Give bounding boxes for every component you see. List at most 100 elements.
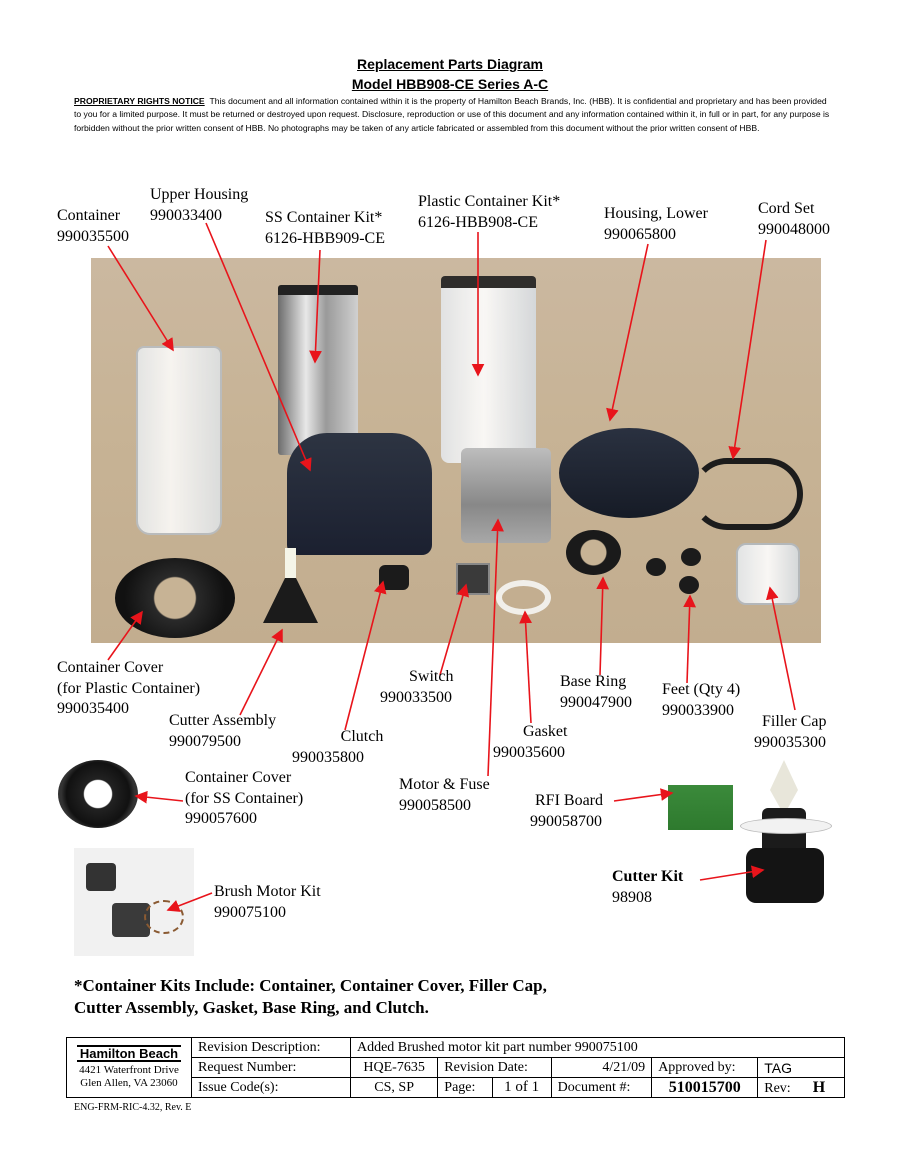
model-title: Model HBB908-CE Series A-C: [351, 76, 549, 92]
part-number: 990079500: [169, 732, 241, 750]
part-name: Cord Set: [758, 200, 815, 217]
part-number: 990035800: [292, 748, 364, 766]
base-ring-image: [566, 530, 621, 575]
plastic-container-kit-image: [441, 276, 536, 463]
parts-photo: [91, 258, 821, 643]
part-number: 990058700: [530, 812, 602, 830]
revision-date-label: Revision Date:: [437, 1057, 552, 1078]
label-base-ring: Base Ring 990047900: [560, 672, 632, 713]
ss-container-image: [278, 285, 358, 455]
company-cell: Hamilton Beach 4421 Waterfront Drive Gle…: [66, 1037, 192, 1098]
label-cord-set: Cord Set 990048000: [758, 199, 830, 240]
filler-cap-image: [736, 543, 800, 605]
part-name: Brush Motor Kit: [214, 883, 321, 900]
part-number: 990057600: [185, 810, 257, 827]
container-cover-ss-arrow: [134, 790, 184, 804]
title-block: Hamilton Beach 4421 Waterfront Drive Gle…: [66, 1037, 846, 1098]
label-cutter-kit: Cutter Kit 98908: [612, 867, 683, 908]
issue-codes-label: Issue Code(s):: [191, 1077, 351, 1098]
part-number: 98908: [612, 888, 652, 906]
notice-text: This document and all information contai…: [74, 96, 830, 133]
document-title: Replacement Parts Diagram: [357, 56, 543, 72]
page-value: 1 of 1: [491, 1077, 552, 1098]
part-number: 6126-HBB908-CE: [418, 213, 538, 231]
label-ss-container-kit: SS Container Kit* 6126-HBB909-CE: [265, 208, 385, 249]
label-gasket: Gasket 990035600: [493, 722, 567, 763]
revision-description-value: Added Brushed motor kit part number 9900…: [349, 1037, 846, 1058]
address-line-1: 4421 Waterfront Drive: [79, 1064, 179, 1076]
address-line-2: Glen Allen, VA 23060: [80, 1077, 178, 1089]
label-upper-housing: Upper Housing 990033400: [150, 185, 248, 226]
label-container: Container 990035500: [57, 206, 129, 247]
part-name: Clutch: [340, 728, 384, 745]
switch-image: [456, 563, 490, 595]
kits-note-line-2: Cutter Assembly, Gasket, Base Ring, and …: [74, 998, 429, 1017]
feet-image: [646, 558, 666, 576]
gasket-image: [496, 580, 551, 615]
part-name: Filler Cap: [762, 713, 827, 730]
label-rfi-board: RFI Board 990058700: [530, 791, 603, 832]
label-switch: Switch 990033500: [380, 667, 453, 708]
part-number: 990058500: [399, 796, 471, 814]
part-number: 990033900: [662, 701, 734, 719]
page-label: Page:: [437, 1077, 493, 1098]
part-number: 990075100: [214, 903, 286, 921]
rev-value: H: [812, 1078, 826, 1096]
label-filler-cap: Filler Cap 990035300: [754, 712, 826, 753]
part-name: Base Ring: [560, 673, 627, 690]
rev-cell: Rev:H: [757, 1077, 845, 1098]
feet-image: [681, 548, 701, 566]
hamilton-beach-logo: Hamilton Beach: [76, 1045, 182, 1062]
approved-by-value: TAG: [757, 1057, 845, 1078]
part-name: Container Cover: [185, 769, 292, 786]
part-name: Feet (Qty 4): [662, 681, 741, 698]
clutch-image: [379, 565, 409, 590]
part-name: SS Container Kit*: [265, 209, 383, 226]
notice-heading: PROPRIETARY RIGHTS NOTICE: [74, 96, 205, 106]
part-number: 990035400: [57, 700, 129, 717]
part-name: Cutter Assembly: [169, 712, 277, 729]
revision-description-label: Revision Description:: [191, 1037, 351, 1058]
proprietary-notice: PROPRIETARY RIGHTS NOTICE This document …: [74, 95, 834, 135]
label-feet: Feet (Qty 4) 990033900: [662, 680, 740, 721]
form-number: ENG-FRM-RIC-4.32, Rev. E: [74, 1102, 192, 1113]
part-number: 990035300: [754, 733, 826, 751]
cutter-assembly-image: [263, 548, 318, 623]
housing-lower-image: [559, 428, 699, 518]
label-cutter-assembly: Cutter Assembly 990079500: [169, 711, 276, 752]
kits-note-line-1: *Container Kits Include: Container, Cont…: [74, 976, 547, 995]
part-name: Housing, Lower: [604, 205, 708, 222]
label-motor-fuse: Motor & Fuse 990058500: [399, 775, 490, 816]
part-number: 990035500: [57, 227, 129, 245]
part-name-2: (for SS Container): [185, 789, 304, 807]
motor-image: [461, 448, 551, 543]
label-container-cover-plastic: Container Cover (for Plastic Container) …: [57, 658, 200, 720]
label-clutch: Clutch 990035800: [292, 727, 402, 768]
document-number-label: Document #:: [550, 1077, 653, 1098]
part-number: 990048000: [758, 220, 830, 238]
part-name: Switch: [409, 668, 454, 685]
label-housing-lower: Housing, Lower 990065800: [604, 204, 708, 245]
part-number: 990033400: [150, 206, 222, 224]
feet-image: [679, 576, 699, 594]
part-name: Container Cover: [57, 659, 164, 676]
issue-codes-value: CS, SP: [349, 1077, 439, 1098]
part-number: 990033500: [380, 688, 452, 706]
part-number: 990035600: [493, 743, 565, 761]
container-cover-ss-image: [58, 760, 138, 828]
label-container-cover-ss: Container Cover (for SS Container) 99005…: [185, 768, 303, 830]
cord-image: [691, 458, 803, 530]
part-number: 990047900: [560, 693, 632, 711]
rfi-board-arrow: [613, 788, 674, 802]
container-kits-note: *Container Kits Include: Container, Cont…: [74, 975, 547, 1019]
part-name: Container: [57, 207, 121, 224]
part-number: 990065800: [604, 225, 676, 243]
revision-date-value: 4/21/09: [550, 1057, 653, 1078]
part-name: RFI Board: [535, 792, 603, 809]
rfi-board-image: [668, 730, 733, 830]
part-name: Plastic Container Kit*: [418, 193, 561, 210]
label-brush-motor-kit: Brush Motor Kit 990075100: [214, 882, 321, 923]
part-name: Motor & Fuse: [399, 776, 490, 793]
upper-housing-image: [287, 433, 432, 555]
approved-by-label: Approved by:: [651, 1057, 759, 1078]
